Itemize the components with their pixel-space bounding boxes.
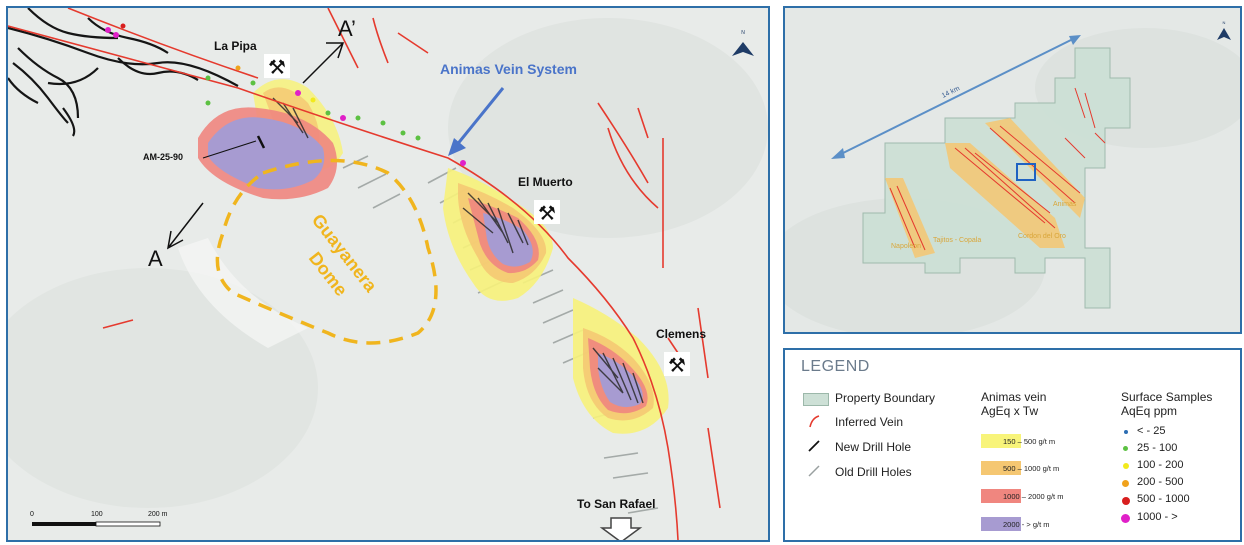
svg-text:N: N bbox=[741, 30, 745, 36]
arrow-down-icon bbox=[599, 517, 643, 540]
distance-arrow bbox=[831, 35, 1081, 159]
label-el-muerto: El Muerto bbox=[518, 175, 573, 189]
scale-bar: 0 100 200 m bbox=[30, 511, 168, 527]
north-arrow-icon: N bbox=[1217, 20, 1231, 40]
label-a-prime: A’ bbox=[338, 16, 356, 41]
guayanera-dome-outline bbox=[215, 158, 438, 345]
label-drill-hole: AM-25-90 bbox=[143, 152, 183, 162]
new-drill-traces bbox=[272, 97, 644, 404]
label-clemens: Clemens bbox=[656, 327, 706, 341]
label-tajitos-copala: Tajitos - Copala bbox=[933, 237, 981, 244]
mine-icon-clemens: ⚒ bbox=[664, 352, 690, 377]
svg-text:⚒: ⚒ bbox=[538, 203, 556, 225]
area-of-interest-box bbox=[1016, 163, 1036, 181]
vein-zone-am-25-90 bbox=[198, 107, 337, 200]
svg-text:N: N bbox=[1223, 20, 1226, 25]
label-a: A bbox=[148, 246, 163, 271]
svg-text:100: 100 bbox=[91, 511, 103, 518]
road-network bbox=[8, 8, 239, 137]
mine-icon-el-muerto: ⚒ bbox=[534, 200, 560, 225]
inset-map-canvas: 14 km Animas Cordon del Oro Tajitos - Co… bbox=[785, 8, 1240, 332]
label-to-san-rafael: To San Rafael bbox=[577, 497, 655, 511]
new-drill-hole-am-25-90 bbox=[256, 135, 266, 149]
svg-text:⚒: ⚒ bbox=[668, 355, 686, 377]
surface-samples bbox=[105, 23, 466, 166]
label-cordon-del-oro: Cordon del Oro bbox=[1018, 233, 1066, 240]
property-boundary-swatch bbox=[803, 393, 829, 406]
am-25-90-leader bbox=[202, 140, 257, 159]
legend-title: LEGEND bbox=[801, 358, 870, 375]
samples-heading: Surface Samples AqEq ppm bbox=[1121, 390, 1213, 418]
svg-text:⚒: ⚒ bbox=[268, 57, 286, 79]
label-la-pipa: La Pipa bbox=[214, 39, 257, 53]
valley-area bbox=[178, 238, 308, 348]
inferred-vein-icon bbox=[809, 415, 820, 428]
animas-vein-arrow bbox=[448, 87, 505, 156]
legend-panel: LEGEND Property Boundary Inferred Vein N… bbox=[783, 348, 1242, 542]
svg-text:0: 0 bbox=[30, 511, 34, 518]
label-animas: Animas bbox=[1053, 201, 1077, 208]
svg-text:200 m: 200 m bbox=[148, 511, 168, 518]
label-napoleon: Napoleon bbox=[891, 243, 921, 250]
vein-heading: Animas vein AgEq x Tw bbox=[981, 390, 1047, 418]
old-drill-holes-icon bbox=[808, 465, 820, 477]
mine-icon-la-pipa: ⚒ bbox=[264, 54, 290, 79]
inset-veins bbox=[889, 87, 1106, 251]
main-map[interactable]: ⚒ ⚒ ⚒ La Pipa A’ A Animas Vein System AM… bbox=[6, 6, 770, 542]
main-map-canvas: ⚒ ⚒ ⚒ La Pipa A’ A Animas Vein System AM… bbox=[8, 8, 768, 540]
inset-map[interactable]: 14 km Animas Cordon del Oro Tajitos - Co… bbox=[783, 6, 1242, 334]
new-drill-hole-icon bbox=[808, 440, 820, 452]
vein-zone-el-muerto bbox=[443, 168, 553, 301]
label-animas-vein-system: Animas Vein System bbox=[440, 61, 577, 77]
section-line-a-a-prime bbox=[166, 42, 345, 250]
north-arrow-icon: N bbox=[732, 30, 754, 56]
